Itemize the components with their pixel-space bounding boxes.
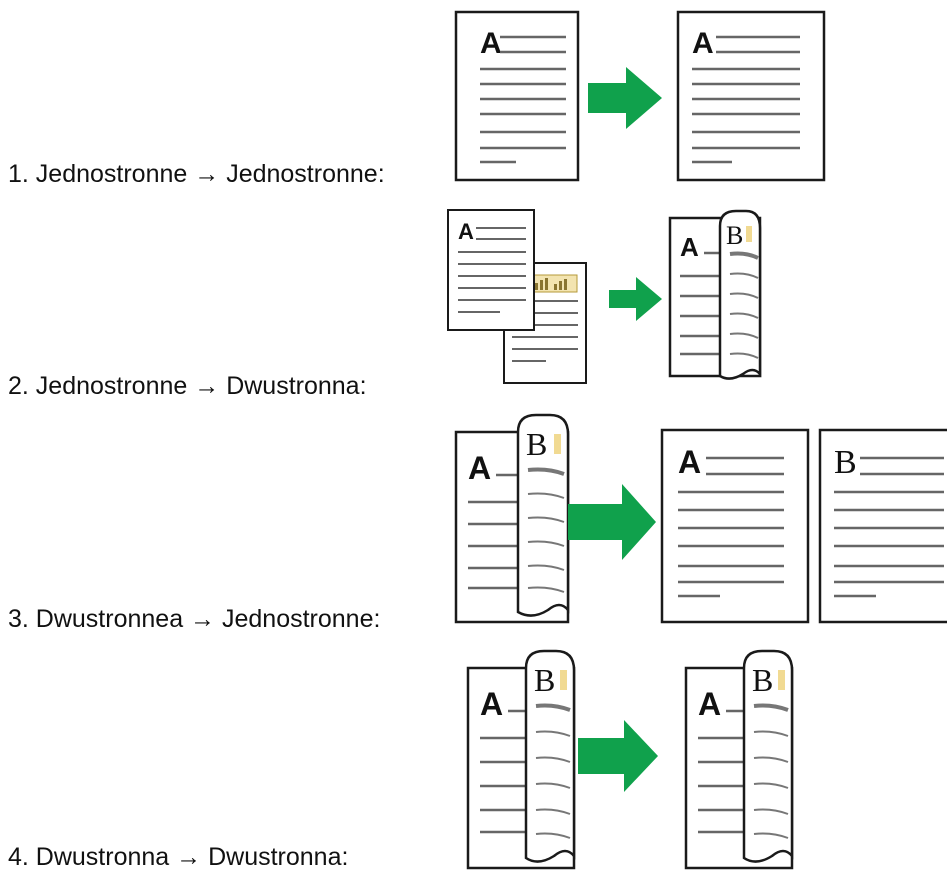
duplex-to-simplex-figure: A B A B (454, 413, 947, 624)
page-letter-a: A (680, 232, 699, 262)
source-page: A (454, 10, 580, 182)
page-letter-b: B (534, 662, 555, 698)
page-letter-a: A (698, 686, 721, 722)
mode-label-simplex-to-duplex: 2. Jednostronne → Dwustronna: (8, 372, 367, 400)
page-letter-a: A (678, 444, 701, 480)
page-letter-b: B (726, 221, 743, 250)
page-letter-b: B (526, 426, 547, 462)
duplex-source-page: A B (466, 649, 576, 870)
duplex-to-duplex-figure: A B A B (466, 649, 794, 870)
output-page: A (676, 10, 826, 182)
page-letter-a: A (480, 27, 502, 60)
simplex-to-simplex-figure: A A (454, 10, 826, 182)
page-letter-b: B (752, 662, 773, 698)
simplex-to-duplex-figure: A A B (447, 209, 762, 384)
right-arrow-icon (609, 277, 662, 321)
duplex-source-page: A B (454, 413, 570, 624)
mode-label-simplex-to-simplex: 1. Jednostronne → Jednostronne: (8, 160, 385, 188)
mode-label-duplex-to-duplex: 4. Dwustronna → Dwustronna: (8, 843, 349, 871)
page-letter-a: A (692, 27, 714, 60)
duplex-output-page: A B (668, 209, 762, 380)
page-letter-a: A (458, 219, 474, 244)
duplex-output-page: A B (684, 649, 794, 870)
output-page-b: B (818, 428, 947, 624)
page-letter-b: B (834, 444, 857, 481)
right-arrow-icon (578, 720, 658, 792)
right-arrow-icon (588, 67, 662, 129)
page-letter-a: A (468, 450, 491, 486)
mode-label-duplex-to-simplex: 3. Dwustronnea → Jednostronne: (8, 605, 381, 633)
front-stacked-page: A (447, 209, 535, 331)
output-page-a: A (660, 428, 810, 624)
page-letter-a: A (480, 686, 503, 722)
right-arrow-icon (568, 484, 656, 560)
